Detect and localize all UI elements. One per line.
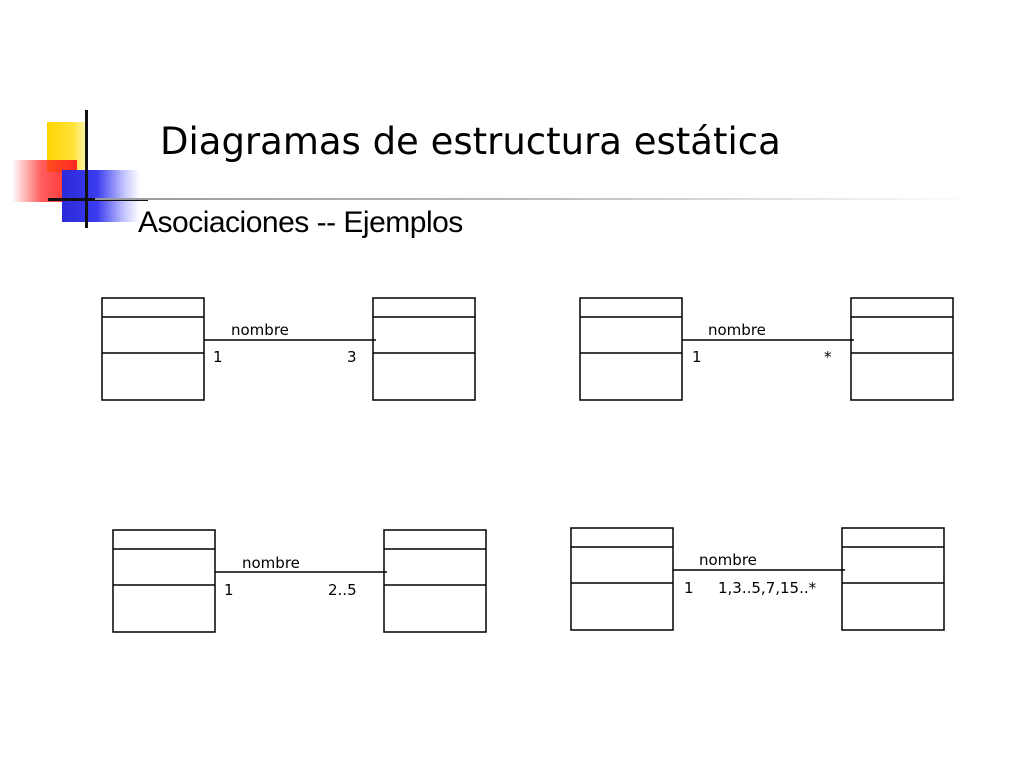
right-multiplicity-label: *	[824, 348, 832, 366]
class-box-right	[383, 529, 487, 633]
association-name-label: nombre	[699, 551, 757, 569]
class-box-left	[579, 297, 683, 401]
class-box-left	[101, 297, 205, 401]
association-name-label: nombre	[231, 321, 289, 339]
left-multiplicity-label: 1	[684, 579, 694, 597]
left-multiplicity-label: 1	[224, 581, 234, 599]
template-logo	[0, 100, 150, 230]
right-multiplicity-label: 2..5	[328, 581, 357, 599]
page-subtitle: Asociaciones -- Ejemplos	[138, 206, 463, 239]
page-title: Diagramas de estructura estática	[160, 120, 781, 163]
class-box-right	[850, 297, 954, 401]
left-multiplicity-label: 1	[213, 348, 223, 366]
logo-blue-square	[62, 170, 140, 222]
logo-vertical-line	[85, 110, 88, 228]
class-box-left	[570, 527, 674, 631]
title-divider	[95, 198, 975, 200]
class-box-left	[112, 529, 216, 633]
class-box-right	[372, 297, 476, 401]
left-multiplicity-label: 1	[692, 348, 702, 366]
association-name-label: nombre	[708, 321, 766, 339]
association-name-label: nombre	[242, 554, 300, 572]
class-box-right	[841, 527, 945, 631]
right-multiplicity-label: 1,3..5,7,15..*	[718, 579, 817, 597]
right-multiplicity-label: 3	[347, 348, 357, 366]
